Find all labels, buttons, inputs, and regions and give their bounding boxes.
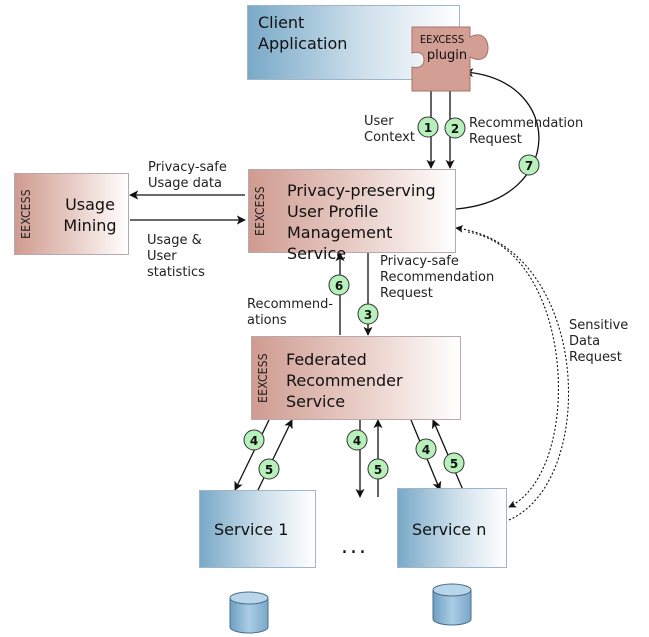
database-icon — [432, 583, 472, 626]
plugin-label-line1: EEXCESS — [419, 33, 465, 46]
step-5-marker-service-1: 5 — [258, 458, 280, 480]
step-7-label: 7 — [525, 159, 533, 173]
step-4-label: 4 — [422, 443, 430, 457]
label-privacy-safe-recommendation-request: Privacy-safe Recommendation Request — [380, 254, 495, 301]
step-6-marker: 6 — [328, 274, 350, 296]
step-3-marker: 3 — [357, 303, 379, 325]
usage-mining-tag: EEXCESS — [19, 189, 34, 239]
step-5-marker-middle: 5 — [367, 458, 389, 480]
step-3-label: 3 — [364, 308, 372, 322]
step-4-label: 4 — [353, 434, 361, 448]
step-4-marker-middle: 4 — [346, 429, 368, 451]
federated-recommender-box: EEXCESS Federated Recommender Service — [251, 336, 461, 420]
label-user-context: User Context — [364, 114, 415, 145]
step-2-label: 2 — [451, 122, 459, 136]
label-recommendations: Recommend- ations — [247, 297, 334, 328]
database-icon — [229, 591, 269, 634]
step-1-label: 1 — [424, 121, 432, 135]
label-privacy-safe-usage-data: Privacy-safe Usage data — [148, 160, 227, 191]
profile-management-title: Privacy-preserving User Profile Manageme… — [287, 181, 436, 263]
step-4-label: 4 — [250, 434, 258, 448]
federated-recommender-title: Federated Recommender Service — [286, 350, 403, 411]
arrow-results-service-1 — [257, 419, 293, 491]
arrow-sensitive-data-response — [455, 225, 569, 521]
label-usage-user-statistics: Usage & User statistics — [147, 233, 205, 280]
service-n-title: Service n — [412, 520, 487, 539]
client-application-title: Client Application — [258, 13, 348, 53]
arrow-sensitive-data-request — [467, 231, 560, 508]
usage-mining-box: EEXCESS Usage Mining — [14, 173, 129, 255]
federated-recommender-tag: EEXCESS — [256, 353, 271, 403]
step-5-label: 5 — [450, 457, 458, 471]
plugin-puzzle-icon — [411, 26, 489, 92]
step-5-marker-service-n: 5 — [443, 452, 465, 474]
step-4-marker-service-1: 4 — [243, 429, 265, 451]
step-7-marker: 7 — [518, 154, 540, 176]
step-5-label: 5 — [374, 463, 382, 477]
step-4-marker-service-n: 4 — [415, 438, 437, 460]
service-n-box: Service n — [397, 488, 507, 568]
arrow-query-service-1 — [234, 419, 270, 491]
more-services-ellipsis: ... — [341, 534, 368, 559]
label-recommendation-request: Recommendation Request — [469, 116, 584, 147]
label-sensitive-data-request: Sensitive Data Request — [569, 318, 629, 365]
step-1-marker: 1 — [417, 116, 439, 138]
usage-mining-title: Usage Mining — [63, 195, 117, 235]
step-2-marker: 2 — [444, 117, 466, 139]
plugin-label-line2: plugin — [426, 48, 468, 63]
profile-management-box: EEXCESS Privacy-preserving User Profile … — [248, 169, 456, 263]
service-1-box: Service 1 — [199, 490, 316, 568]
step-6-label: 6 — [335, 279, 343, 293]
service-1-title: Service 1 — [214, 520, 289, 539]
arrow-recommendations-to-plugin — [455, 68, 540, 210]
step-5-label: 5 — [265, 463, 273, 477]
profile-management-tag: EEXCESS — [253, 186, 268, 236]
